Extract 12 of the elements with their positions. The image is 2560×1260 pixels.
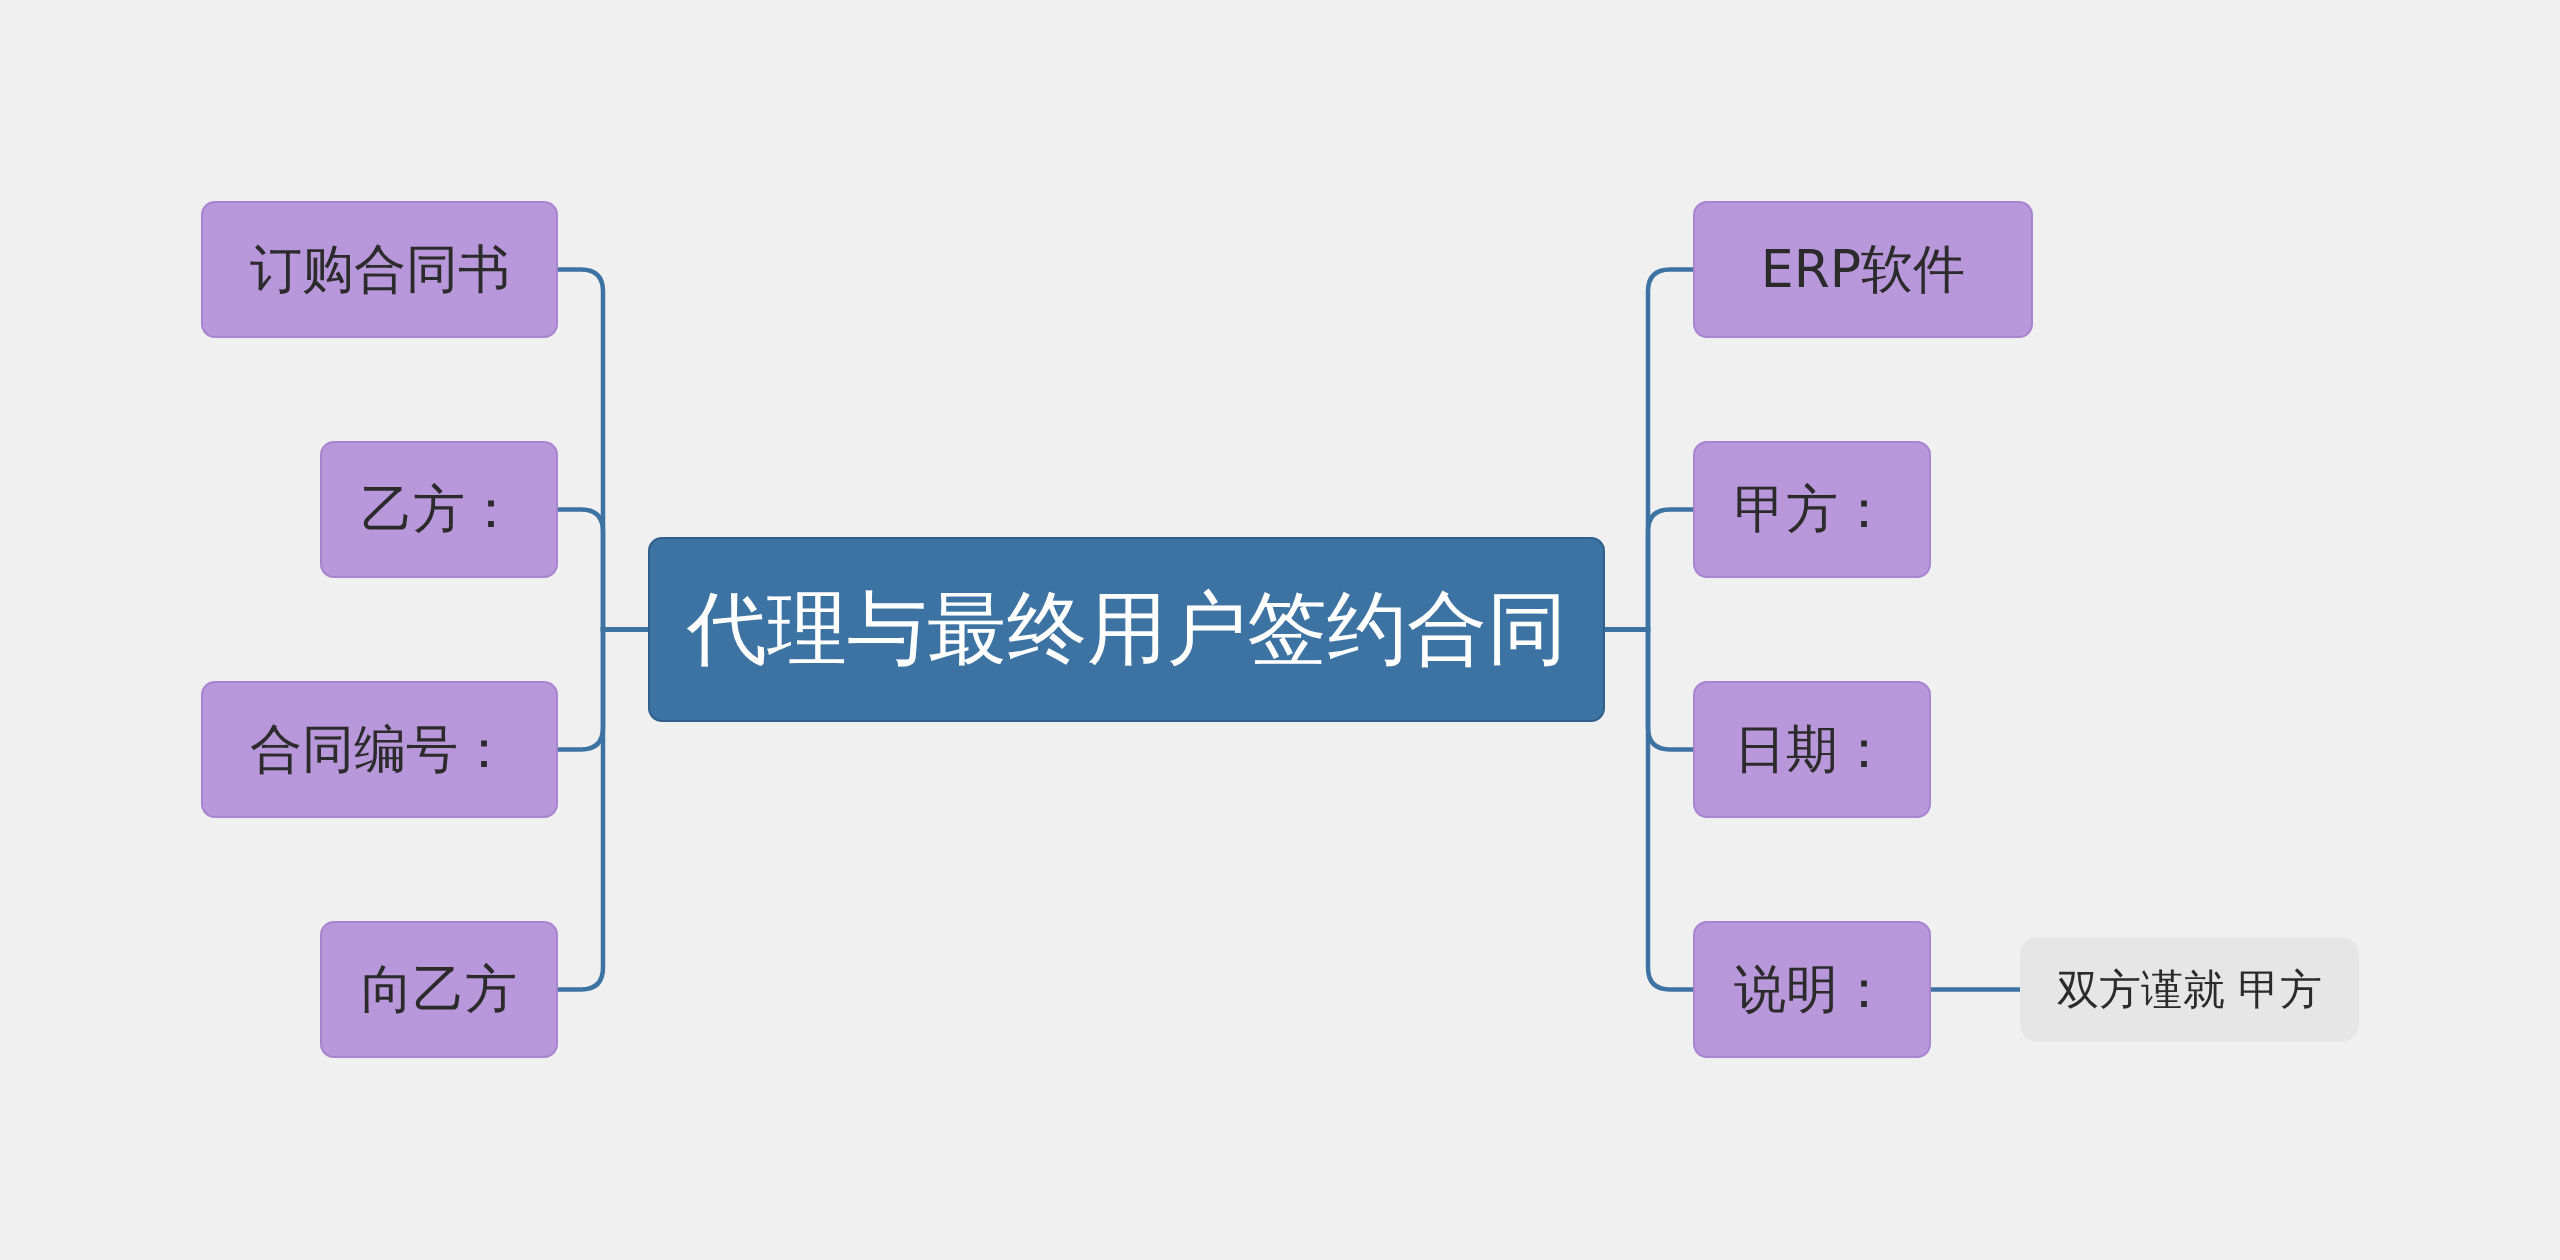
subtopic-box: 向乙方: [320, 921, 558, 1058]
subtopic-box: 甲方：: [1693, 441, 1931, 578]
connector-line: [1931, 987, 2020, 992]
subtopic-box: 合同编号：: [201, 681, 558, 818]
subtopic-box: 说明：: [1693, 921, 1931, 1058]
connector-line: [1605, 627, 1693, 992]
subtopic-box: 乙方：: [320, 441, 558, 578]
subtopic-box: 日期：: [1693, 681, 1931, 818]
subtopic-box: ERP软件: [1693, 201, 2033, 338]
subtopic-box: 订购合同书: [201, 201, 558, 338]
topic-box: 代理与最终用户签约合同: [648, 537, 1605, 722]
note-box: 双方谨就 甲方: [2020, 937, 2359, 1042]
